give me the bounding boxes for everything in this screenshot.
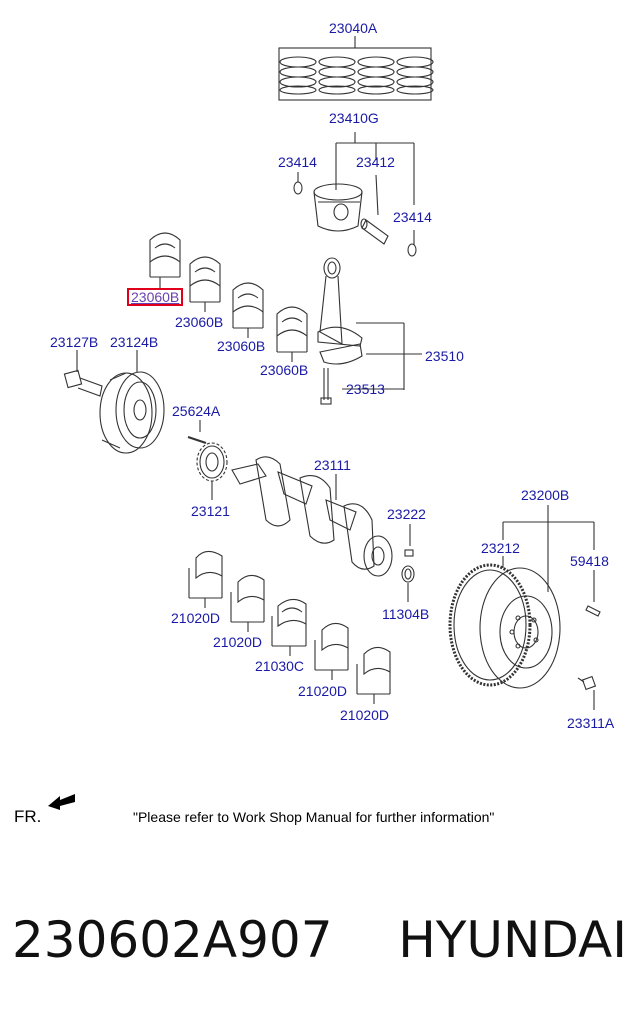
parts-diagram: 23040A 23410G 23414 23412 23414 23060B 2… (48, 20, 615, 810)
flywheel-icon (448, 563, 561, 689)
oil-seal-icon (401, 565, 415, 583)
manual-note: "Please refer to Work Shop Manual for fu… (133, 809, 495, 825)
label-sprocket[interactable]: 23121 (191, 503, 230, 519)
exploded-view-drawing (48, 36, 601, 810)
label-seal[interactable]: 11304B (382, 606, 430, 622)
label-snap-ring-right[interactable]: 23414 (393, 209, 432, 225)
label-pulley-bolt[interactable]: 23127B (50, 334, 99, 350)
footer: 230602A907 HYUNDAI (12, 905, 627, 975)
bearing-shell-icon (149, 232, 181, 290)
rod-bolt-icon (320, 368, 332, 405)
connecting-rod-icon (317, 257, 363, 365)
label-ring-gear[interactable]: 23212 (481, 540, 520, 556)
label-main-bearing-1[interactable]: 21020D (171, 610, 221, 626)
label-main-bearing-3[interactable]: 21020D (298, 683, 348, 699)
label-pulley[interactable]: 23124B (110, 334, 159, 350)
label-dowel[interactable]: 59418 (570, 553, 609, 569)
crank-pulley-icon (99, 371, 165, 454)
piston-icon (313, 183, 363, 232)
woodruff-key-icon (187, 436, 207, 444)
main-bearing-icon (230, 574, 265, 632)
main-bearing-icon (356, 646, 391, 704)
front-arrow-icon (48, 794, 75, 810)
label-con-rod-bolt[interactable]: 23513 (346, 381, 385, 397)
piston-ring-box (278, 47, 432, 101)
bearing-shell-icon (189, 256, 221, 312)
snap-ring-icon (407, 243, 417, 257)
label-crankshaft[interactable]: 23111 (314, 457, 351, 473)
part-number: 230602A907 (12, 911, 333, 969)
thrust-bearing-icon (271, 598, 307, 656)
crankshaft-icon (231, 456, 393, 577)
bearing-shell-icon (276, 306, 308, 362)
label-bearing-3[interactable]: 23060B (217, 338, 266, 354)
pin-icon (404, 549, 414, 557)
brand-name: HYUNDAI (398, 911, 627, 969)
label-snap-ring-left[interactable]: 23414 (278, 154, 317, 170)
label-main-bearing-4[interactable]: 21020D (340, 707, 390, 723)
pulley-bolt-icon (63, 369, 103, 397)
label-flywheel-assy[interactable]: 23200B (521, 487, 570, 503)
label-piston-assembly[interactable]: 23410G (329, 110, 379, 126)
label-con-rod[interactable]: 23510 (425, 348, 464, 364)
label-main-bearing-2[interactable]: 21020D (213, 634, 263, 650)
label-bearing-2[interactable]: 23060B (175, 314, 224, 330)
bearing-shell-icon (232, 282, 264, 338)
label-piston-pin[interactable]: 23412 (356, 154, 395, 170)
label-key[interactable]: 25624A (172, 403, 221, 419)
label-pin[interactable]: 23222 (387, 506, 426, 522)
label-bearing-highlighted[interactable]: 23060B (127, 288, 184, 306)
piston-pin-icon (360, 218, 389, 245)
piston-rings-icon (279, 56, 434, 95)
label-flywheel-bolt[interactable]: 23311A (567, 715, 615, 731)
label-piston-ring-set[interactable]: 23040A (329, 20, 378, 36)
sprocket-icon (196, 442, 228, 482)
label-thrust-bearing[interactable]: 21030C (255, 658, 305, 674)
dowel-icon (585, 605, 601, 617)
flywheel-bolt-icon (577, 675, 597, 691)
snap-ring-icon (293, 181, 303, 195)
label-bearing-4[interactable]: 23060B (260, 362, 309, 378)
main-bearing-icon (314, 622, 349, 680)
main-bearing-icon (188, 550, 223, 608)
front-indicator: FR. (14, 807, 42, 826)
